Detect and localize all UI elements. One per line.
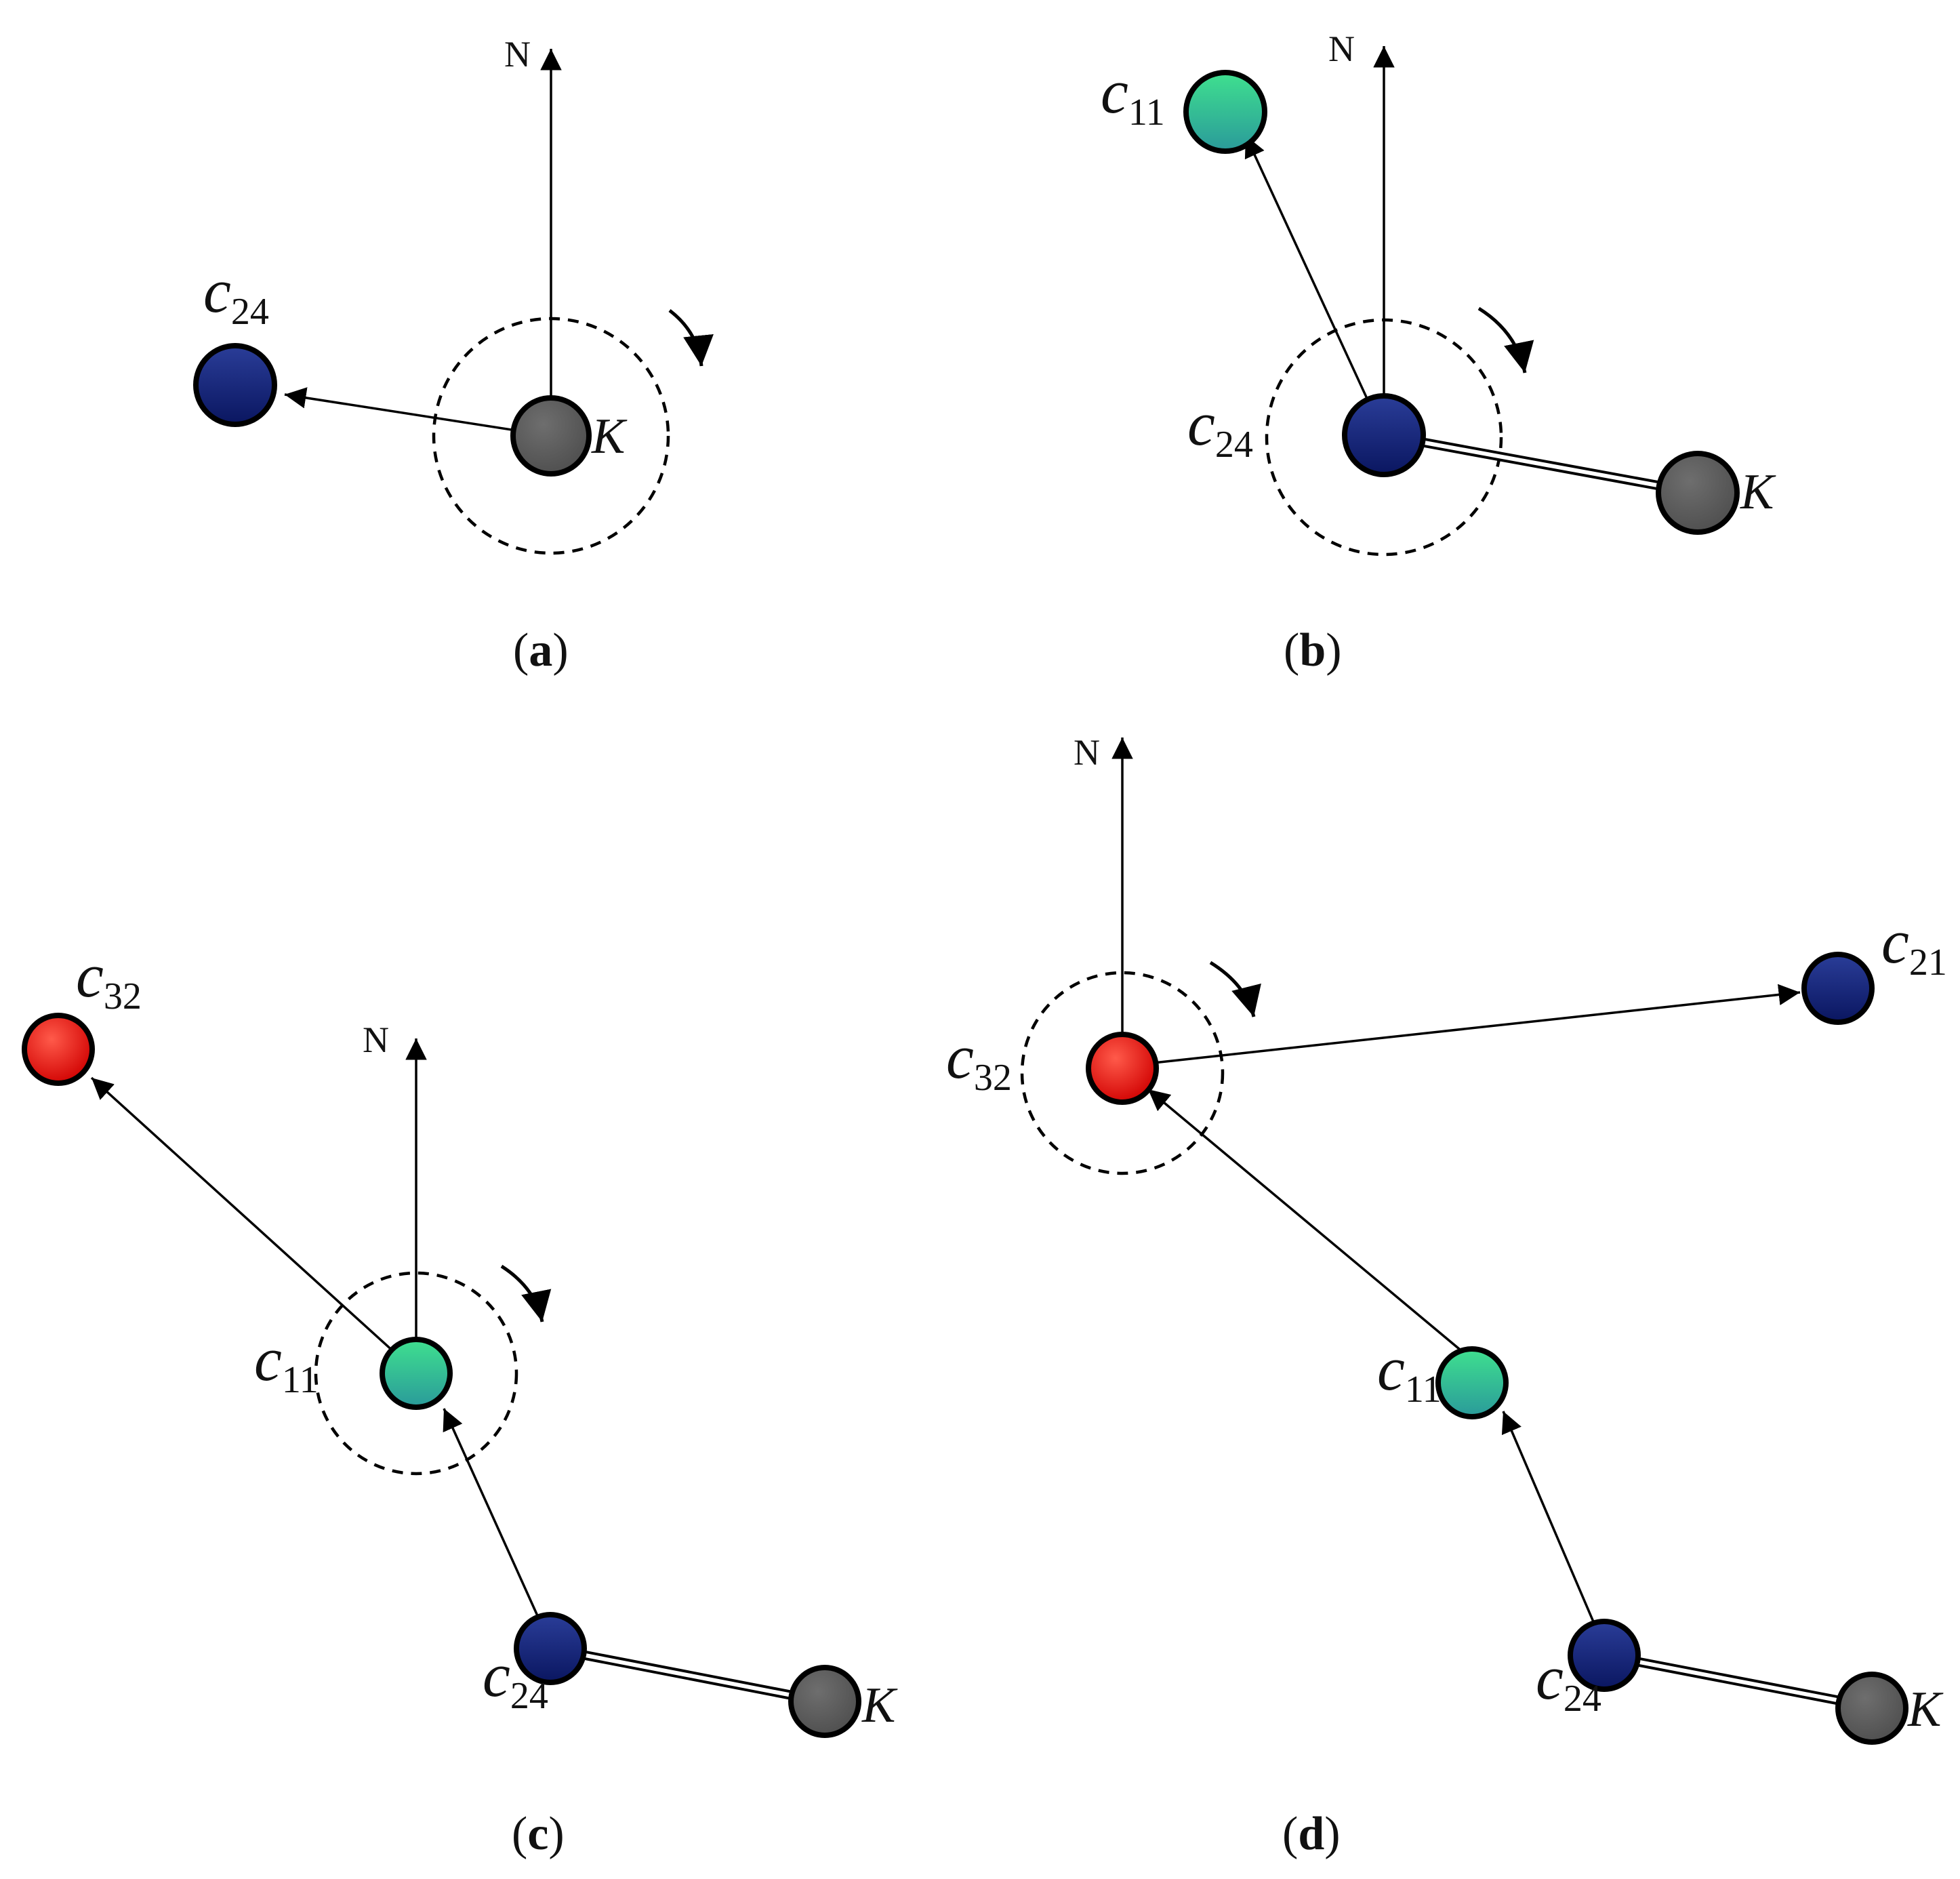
label-c24-a: c24	[203, 256, 269, 333]
ray-c24-to-c11-d	[1501, 1411, 1602, 1640]
label-c24-d: c24	[1536, 1643, 1601, 1720]
panel-c: N c32 c11 c24 K (c)	[22, 941, 898, 1860]
link-c24-k-inner-c	[550, 1646, 824, 1703]
node-c21-d	[1801, 952, 1875, 1025]
label-c11-c: c11	[254, 1325, 319, 1401]
label-c24-c: c24	[483, 1640, 548, 1717]
label-c11-b: c11	[1101, 57, 1165, 134]
label-k-d: K	[1907, 1682, 1944, 1737]
label-k-a: K	[591, 409, 628, 464]
rotation-arrow-b	[1477, 306, 1534, 373]
rotation-arrow-c	[500, 1264, 552, 1322]
node-c32-d	[1086, 1032, 1159, 1105]
panel-d: N c32 c21 c11 c24 K (d)	[946, 732, 1947, 1860]
rotation-arrow-d	[1209, 961, 1261, 1017]
north-label-d: N	[1074, 732, 1100, 773]
panel-b: N c11 c24 K (b)	[1101, 28, 1776, 676]
node-k-b	[1656, 451, 1740, 535]
link-c24-k-inner-b	[1383, 433, 1695, 494]
node-c24-c	[514, 1612, 587, 1685]
ray-c24-to-c11-b	[1244, 135, 1385, 436]
panel-a: N c24 K (a)	[193, 34, 714, 676]
north-label-b: N	[1328, 28, 1355, 69]
rotation-arrow-a	[668, 309, 714, 367]
label-c32-c: c32	[76, 941, 142, 1017]
node-c11-c	[380, 1337, 453, 1410]
caption-c: (c)	[512, 1808, 565, 1860]
label-c24-b: c24	[1187, 389, 1253, 466]
rotation-circle-a	[432, 317, 670, 555]
north-label-c: N	[363, 1019, 389, 1060]
ray-c24-to-c11-c	[443, 1408, 547, 1634]
node-c24-a	[193, 343, 277, 427]
node-c32-c	[22, 1013, 95, 1086]
label-k-b: K	[1740, 464, 1776, 520]
ray-c11-to-c32-d	[1147, 1088, 1469, 1357]
link-c24-k-inner-d	[1604, 1653, 1873, 1709]
node-c24-b	[1342, 393, 1426, 477]
rotation-circle-c	[314, 1271, 518, 1476]
caption-d: (d)	[1282, 1808, 1341, 1860]
rotation-circle-b	[1265, 318, 1503, 557]
caption-b: (b)	[1284, 624, 1342, 676]
node-k-d	[1835, 1672, 1908, 1745]
ray-k-to-c24-a	[284, 387, 552, 437]
node-k-c	[788, 1665, 861, 1738]
label-c11-d: c11	[1377, 1334, 1442, 1411]
north-label-a: N	[504, 34, 531, 75]
node-c11-d	[1435, 1346, 1509, 1419]
label-k-c: K	[861, 1678, 898, 1733]
label-c21-d: c21	[1881, 907, 1947, 984]
caption-a: (a)	[513, 624, 569, 676]
node-c24-d	[1568, 1619, 1641, 1692]
ray-c11-to-c32-c	[90, 1076, 417, 1373]
label-c32-d: c32	[946, 1022, 1012, 1099]
node-k-a	[510, 395, 592, 477]
ray-c32-to-c21-d	[1122, 984, 1801, 1068]
node-c11-b	[1183, 70, 1267, 154]
rotation-circle-d	[1020, 971, 1225, 1175]
